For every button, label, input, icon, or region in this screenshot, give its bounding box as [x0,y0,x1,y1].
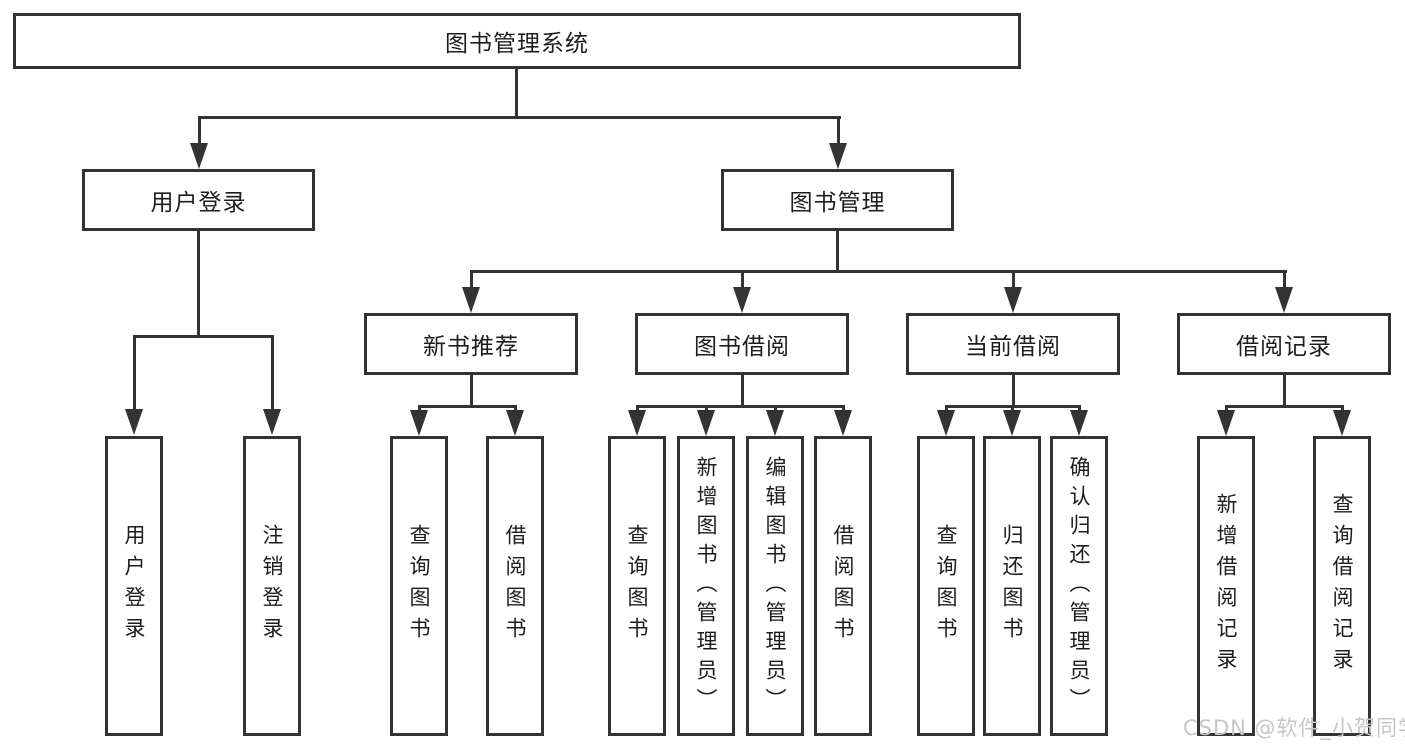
arrow-shaft [197,119,201,143]
arrow-to-borrow-books-2 [834,408,852,436]
leaf-return-books: 归还图书 [983,436,1041,736]
arrow-shaft [635,408,639,410]
arrow-head-icon [263,409,281,435]
node-borrowing-records: 借阅记录 [1177,313,1391,375]
arrow-to-edit-books [766,408,784,436]
connector-book-borrowing-bus [636,405,845,408]
arrow-head-icon [628,410,646,436]
csdn-watermark: CSDN @软件_小贺同学 [1183,716,1405,740]
leaf-borrow-books-borrow: 借阅图书 [814,436,872,736]
node-book-borrowing: 图书借阅 [635,313,849,375]
arrow-shaft [1224,408,1228,410]
arrow-shaft [1010,408,1014,410]
arrow-to-query-books-2 [628,408,646,436]
arrow-to-query-books-3 [937,408,955,436]
connector-book-management-stub [836,231,839,273]
arrow-head-icon [1275,287,1293,313]
arrow-to-add-borrow-record [1217,408,1235,436]
arrow-head-icon [733,287,751,313]
arrow-to-current-borrowing [1004,273,1022,313]
arrow-shaft [132,338,136,409]
connector-book-borrowing-stub [741,375,744,408]
arrow-head-icon [766,410,784,436]
connector-new-book-stub [470,375,473,408]
connector-new-book-bus [418,405,517,408]
connector-current-borrowing-bus [945,405,1081,408]
arrow-shaft [1077,408,1081,410]
node-user-login: 用户登录 [82,169,315,231]
arrow-shaft [944,408,948,410]
connector-borrowing-records-stub [1283,375,1286,408]
arrow-shaft [841,408,845,410]
arrow-head-icon [190,143,208,169]
leaf-logout: 注销登录 [243,436,301,736]
arrow-shaft [1282,273,1286,287]
arrow-shaft [469,273,473,287]
arrow-shaft [1011,273,1015,287]
arrow-head-icon [125,409,143,435]
connector-level1-bus [198,116,841,119]
arrow-shaft [417,408,421,410]
node-book-management: 图书管理 [721,169,954,231]
connector-user-login-bus [133,335,274,338]
arrow-shaft [270,338,274,409]
arrow-to-query-borrow-record [1333,408,1351,436]
leaf-user-login: 用户登录 [105,436,163,736]
arrow-head-icon [462,287,480,313]
arrow-head-icon [1333,410,1351,436]
connector-user-login-stub [197,231,200,337]
leaf-query-books-current: 查询图书 [917,436,975,736]
arrow-to-book-management [829,119,847,169]
arrow-to-leaf-logout [263,338,281,435]
arrow-to-borrow-books-1 [506,408,524,436]
arrow-to-user-login [190,119,208,169]
node-new-book-recommendation: 新书推荐 [364,313,578,375]
leaf-borrow-books-recommend: 借阅图书 [486,436,544,736]
leaf-add-books-admin: 新增图书（管理员） [677,436,735,736]
arrow-head-icon [1004,287,1022,313]
node-library-system: 图书管理系统 [13,13,1021,69]
arrow-head-icon [834,410,852,436]
arrow-shaft [513,408,517,410]
node-current-borrowing: 当前借阅 [906,313,1120,375]
arrow-shaft [773,408,777,410]
arrow-to-add-books [697,408,715,436]
arrow-head-icon [937,410,955,436]
arrow-to-borrowing-records [1275,273,1293,313]
connector-current-borrowing-stub [1012,375,1015,408]
arrow-to-confirm-return [1070,408,1088,436]
arrow-head-icon [1217,410,1235,436]
leaf-add-borrow-record: 新增借阅记录 [1197,436,1255,736]
leaf-edit-books-admin: 编辑图书（管理员） [746,436,804,736]
arrow-to-return-books [1003,408,1021,436]
leaf-query-borrow-record: 查询借阅记录 [1313,436,1371,736]
connector-borrowing-records-bus [1225,405,1344,408]
leaf-query-books-recommend: 查询图书 [390,436,448,736]
connector-root-stub [515,67,518,119]
arrow-to-book-borrowing [733,273,751,313]
arrow-shaft [740,273,744,287]
arrow-to-leaf-user-login [125,338,143,435]
arrow-to-new-book [462,273,480,313]
arrow-head-icon [697,410,715,436]
arrow-shaft [704,408,708,410]
arrow-shaft [836,119,840,143]
arrow-head-icon [410,410,428,436]
arrow-head-icon [1003,410,1021,436]
arrow-head-icon [829,143,847,169]
arrow-head-icon [1070,410,1088,436]
leaf-confirm-return-admin: 确认归还（管理员） [1050,436,1108,736]
leaf-query-books-borrow: 查询图书 [608,436,666,736]
connector-level2-bus [470,270,1287,273]
arrow-shaft [1340,408,1344,410]
arrow-head-icon [506,410,524,436]
arrow-to-query-books-1 [410,408,428,436]
